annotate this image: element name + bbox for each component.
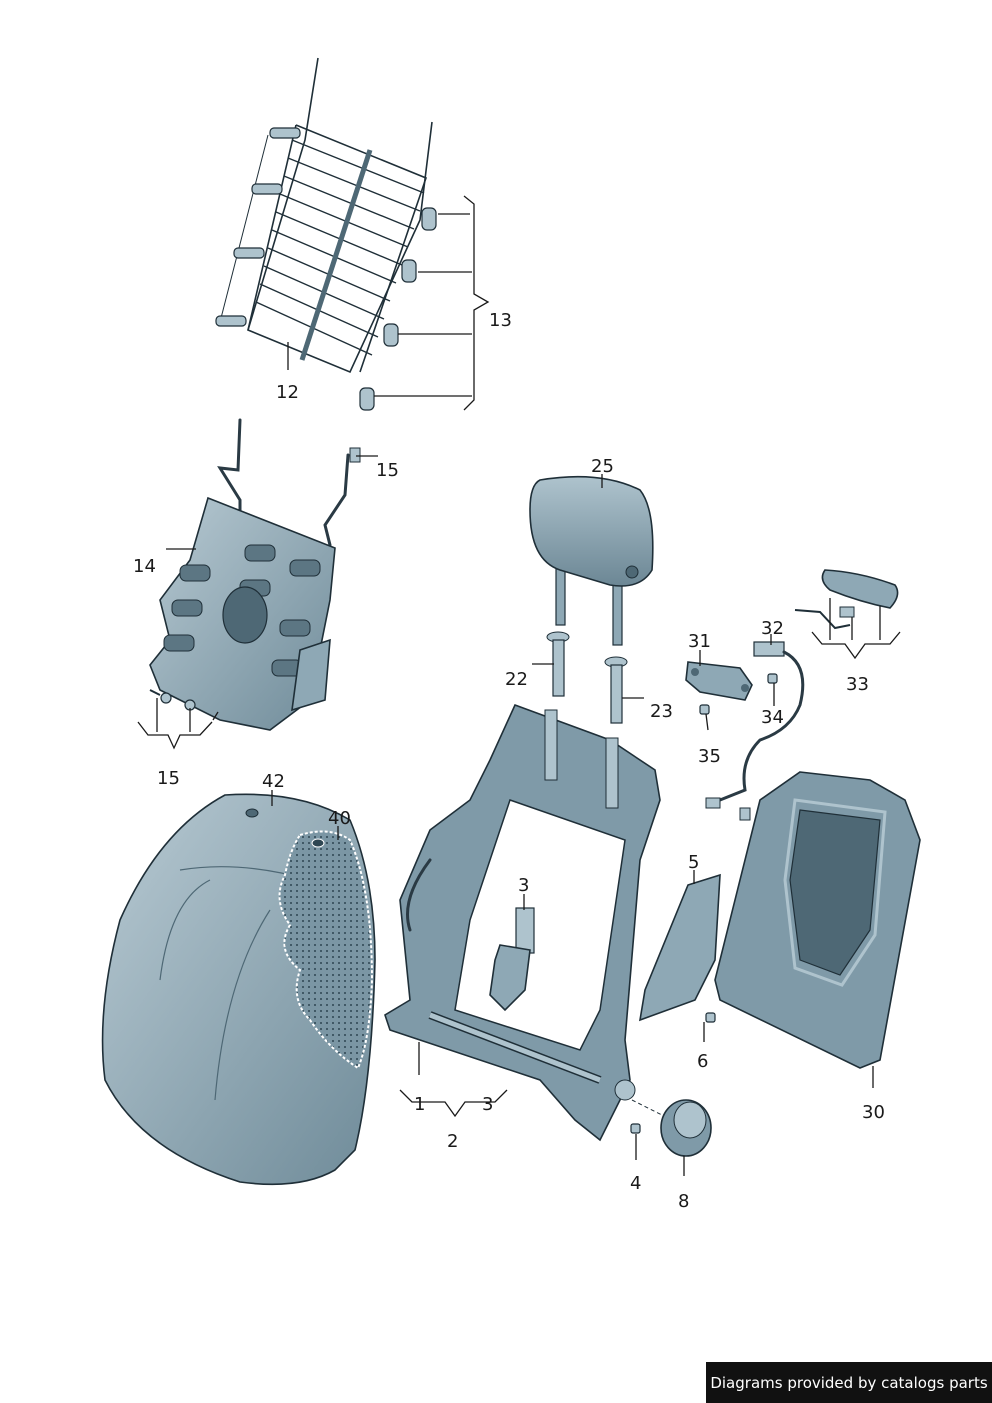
label-1: 1 (414, 1094, 425, 1115)
label-12: 12 (276, 382, 299, 403)
guide-sleeves-part (546, 631, 628, 724)
handle-cap-part (794, 569, 899, 630)
screws-part (630, 673, 778, 1134)
label-23: 23 (650, 701, 673, 722)
label-15-bottom: 15 (157, 768, 180, 789)
side-panel-part (638, 873, 721, 1022)
label-13: 13 (489, 310, 512, 331)
cushion-part (101, 793, 376, 1186)
label-40: 40 (328, 808, 351, 829)
motor-part (489, 907, 535, 1012)
label-30: 30 (862, 1102, 885, 1123)
label-5: 5 (688, 852, 699, 873)
leader-lines (137, 195, 901, 1176)
label-31: 31 (688, 631, 711, 652)
rear-panel-part (714, 771, 921, 1069)
headrest-part (529, 475, 654, 646)
label-22: 22 (505, 669, 528, 690)
label-25: 25 (591, 456, 614, 477)
label-15-top: 15 (376, 460, 399, 481)
credit-banner: Diagrams provided by catalogs parts (706, 1362, 992, 1403)
adjustment-knob-part (631, 1099, 712, 1157)
label-3-kit: 3 (482, 1094, 493, 1115)
label-35: 35 (698, 746, 721, 767)
label-33: 33 (846, 674, 869, 695)
label-4: 4 (630, 1173, 641, 1194)
bracket-harness-part (685, 641, 805, 821)
label-2: 2 (447, 1131, 458, 1152)
label-8: 8 (678, 1191, 689, 1212)
lumbar-support-part (149, 418, 361, 731)
label-32: 32 (761, 618, 784, 639)
wire-mat-part (215, 57, 437, 411)
label-34: 34 (761, 707, 784, 728)
callout-labels: 12 13 14 15 15 25 22 23 31 32 33 34 35 4… (133, 310, 885, 1212)
label-14: 14 (133, 556, 156, 577)
label-3-motor: 3 (518, 875, 529, 896)
label-6: 6 (697, 1051, 708, 1072)
label-42: 42 (262, 771, 285, 792)
